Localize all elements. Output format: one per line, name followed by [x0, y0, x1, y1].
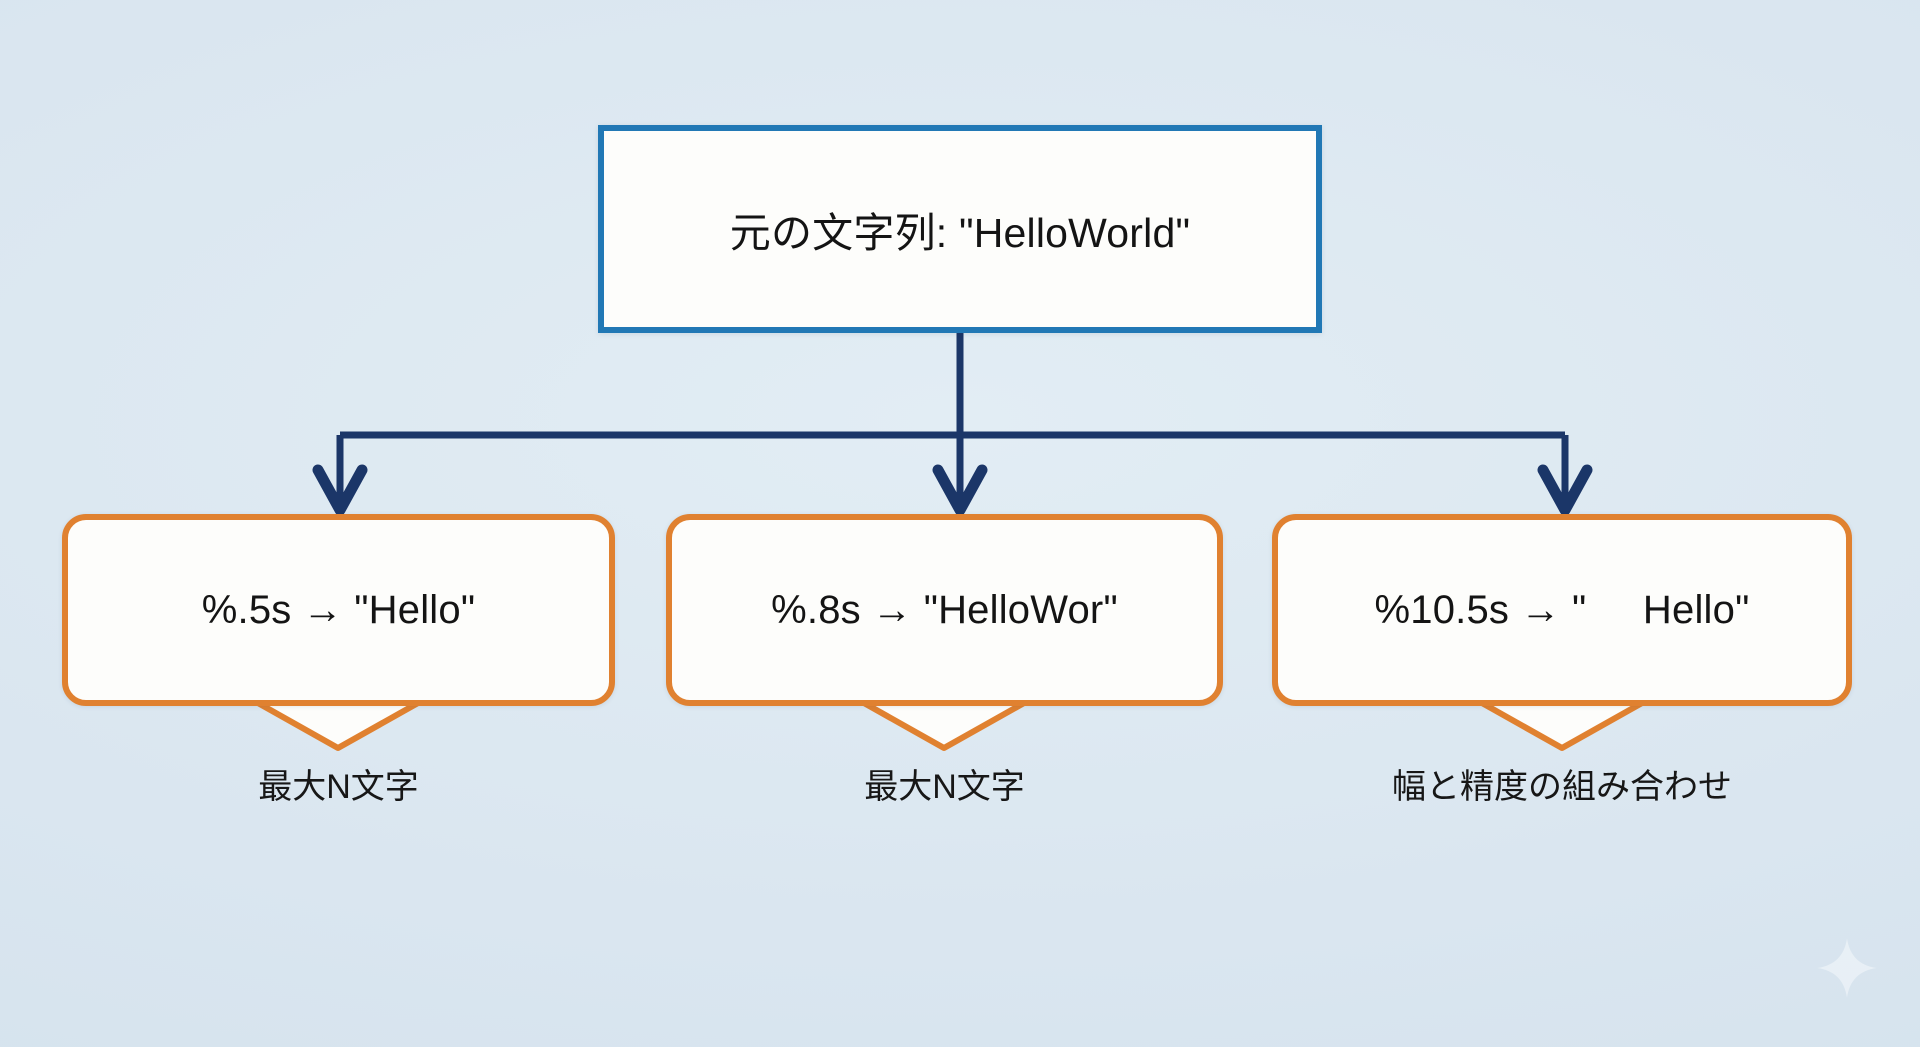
callout-tail-3: [1480, 700, 1644, 751]
branch-caption-1: 最大N文字: [258, 768, 419, 806]
callout-tail-2-fill: [864, 700, 1024, 746]
root-node[interactable]: 元の文字列: "HelloWorld": [598, 125, 1322, 333]
branch-node-2[interactable]: %.8s → "HelloWor": [666, 514, 1223, 706]
arrowhead-2-icon: [932, 464, 988, 516]
branch-node-1[interactable]: %.5s → "Hello": [62, 514, 615, 706]
arrowhead-1-icon: [312, 464, 368, 516]
callout-tail-2: [862, 700, 1026, 751]
branch-caption-3: 幅と精度の組み合わせ: [1392, 768, 1732, 806]
branch-node-1-label: %.5s → "Hello": [201, 587, 476, 632]
branch-node-3-label: %10.5s → " Hello": [1374, 587, 1750, 632]
arrowhead-3-icon: [1537, 464, 1593, 516]
callout-tail-3-fill: [1482, 700, 1642, 746]
callout-tail-1-fill: [258, 700, 418, 746]
branch-node-2-label: %.8s → "HelloWor": [771, 587, 1118, 632]
branch-node-3[interactable]: %10.5s → " Hello": [1272, 514, 1852, 706]
root-node-label: 元の文字列: "HelloWorld": [729, 210, 1191, 256]
branch-caption-2: 最大N文字: [864, 768, 1025, 806]
sparkle-icon: [1817, 938, 1877, 998]
callout-tail-1: [256, 700, 420, 751]
